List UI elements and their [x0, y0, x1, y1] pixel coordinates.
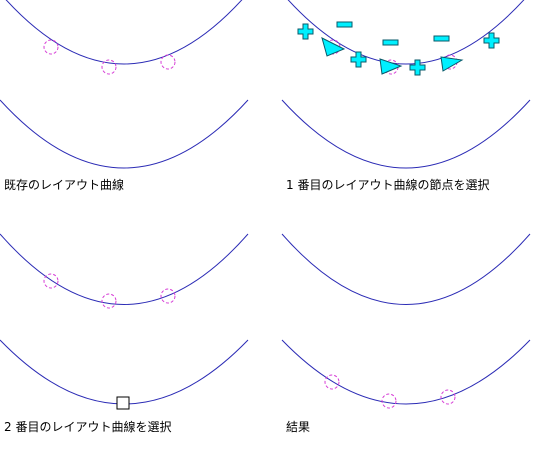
layout-curve-lower — [281, 99, 531, 169]
node-marker-icon — [101, 293, 117, 309]
node-marker-icon — [43, 39, 59, 55]
layout-curve-upper — [0, 233, 249, 305]
layout-curve-lower — [0, 339, 249, 405]
node-marker-icon — [101, 59, 117, 75]
layout-curve-lower — [0, 99, 249, 169]
minus-icon[interactable] — [382, 39, 399, 46]
triangle-arrow-icon[interactable] — [379, 58, 403, 75]
triangle-arrow-icon[interactable] — [321, 37, 346, 57]
panel-bottom-left — [0, 233, 249, 410]
node-marker-icon — [324, 374, 340, 390]
panel-top-left — [0, 0, 249, 169]
caption-select-node: 1 番目のレイアウト曲線の節点を選択 — [286, 178, 490, 192]
selection-box-icon[interactable] — [116, 396, 130, 410]
plus-icon[interactable] — [297, 23, 314, 40]
node-marker-icon — [160, 54, 176, 70]
node-marker-icon — [160, 288, 176, 304]
panel-bottom-right — [281, 233, 531, 409]
minus-icon[interactable] — [433, 35, 450, 42]
caption-select-second-curve: 2 番目のレイアウト曲線を選択 — [4, 420, 172, 434]
minus-icon[interactable] — [336, 21, 353, 28]
plus-icon[interactable] — [483, 32, 500, 49]
plus-icon[interactable] — [350, 51, 367, 68]
panel-top-right — [281, 0, 531, 169]
layout-curve-upper — [281, 233, 531, 305]
node-marker-icon — [440, 389, 456, 405]
plus-icon[interactable] — [409, 59, 426, 76]
triangle-arrow-icon[interactable] — [440, 56, 464, 72]
node-marker-icon — [43, 273, 59, 289]
caption-existing-curves: 既存のレイアウト曲線 — [4, 178, 125, 192]
caption-result: 結果 — [286, 420, 311, 434]
layout-curve-lower — [281, 339, 531, 405]
layout-curve-upper — [5, 0, 243, 65]
layout-curve-upper — [287, 0, 525, 65]
node-marker-icon — [381, 393, 397, 409]
